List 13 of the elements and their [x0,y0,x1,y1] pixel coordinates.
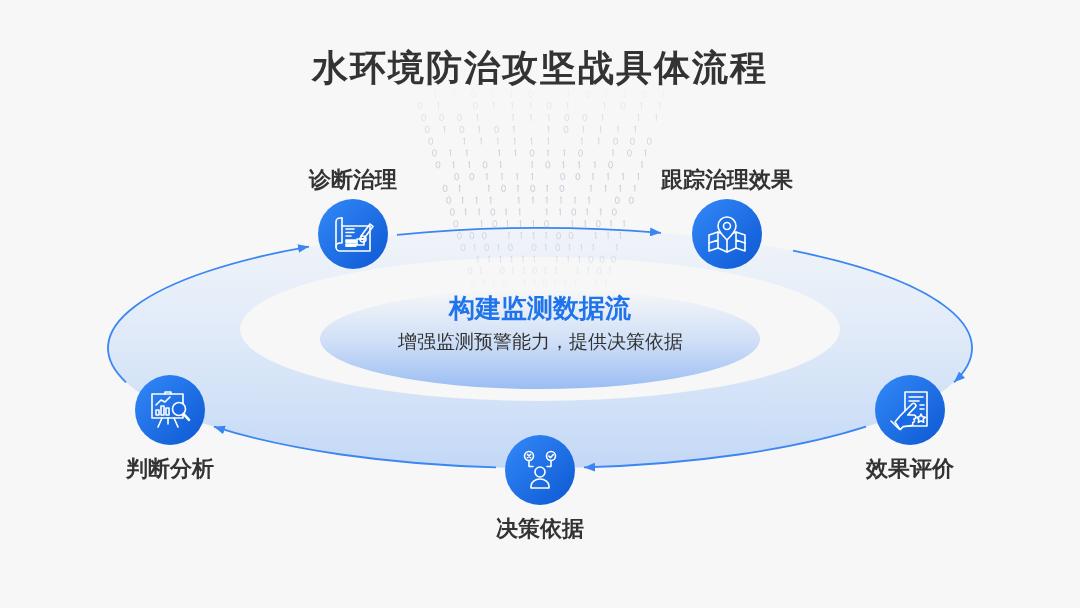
step-label: 效果评价 [866,456,954,482]
step-label: 判断分析 [126,456,214,482]
arrow [396,227,662,237]
arrow [792,249,973,384]
step-label: 诊断治理 [309,167,397,193]
step-label: 决策依据 [496,516,584,542]
heading: 构建监测数据流 [449,293,631,323]
arrow [583,425,867,472]
arrow [107,244,310,384]
subtitle: 增强监测预警能力，提供决策依据 [397,329,683,353]
title: 水环境防治攻坚战具体流程 [312,46,768,90]
step-label: 跟踪治理效果 [661,167,793,193]
arrow [213,425,497,469]
